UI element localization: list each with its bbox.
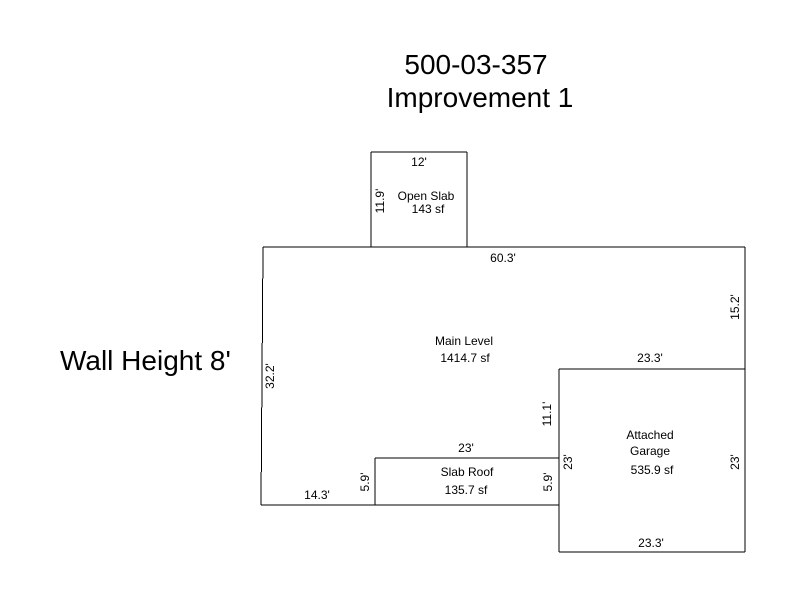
open-slab-name: Open Slab [398,189,455,203]
dim-open-slab-side: 11.9' [373,189,387,214]
dim-main-right: 15.2' [728,294,742,320]
dim-slab-roof-right: 5.9' [541,473,555,492]
dim-garage-bottom: 23.3' [638,536,664,550]
improvement-title: Improvement 1 [387,82,574,113]
garage-outline [558,368,746,553]
slab-roof-outline [374,457,559,505]
garage-size: 535.9 sf [631,463,674,477]
garage-name-line2: Garage [630,444,670,458]
main-level-name: Main Level [435,334,493,348]
slab-roof-size: 135.7 sf [445,483,488,497]
dim-open-slab-top: 12' [411,155,427,169]
dim-garage-left: 23' [561,454,575,470]
main-level-outline [260,246,746,506]
open-slab-outline [370,151,468,247]
parcel-id: 500-03-357 [404,49,547,80]
dim-main-bottom-left: 14.3' [304,488,330,502]
dim-garage-right: 23' [728,454,742,470]
dim-main-top: 60.3' [490,251,516,265]
dim-slab-roof-left: 5.9' [358,473,372,492]
garage-name-line1: Attached [626,428,673,442]
main-level-size: 1414.7 sf [440,351,490,365]
slab-roof-name: Slab Roof [441,465,494,479]
wall-height-label: Wall Height 8' [60,345,231,376]
open-slab-size: 143 sf [412,202,445,216]
dim-main-left: 32.2' [263,363,277,389]
dim-slab-roof-top: 23' [458,441,474,455]
dim-garage-top: 23.3' [637,351,663,365]
dim-main-step: 11.1' [540,402,554,427]
